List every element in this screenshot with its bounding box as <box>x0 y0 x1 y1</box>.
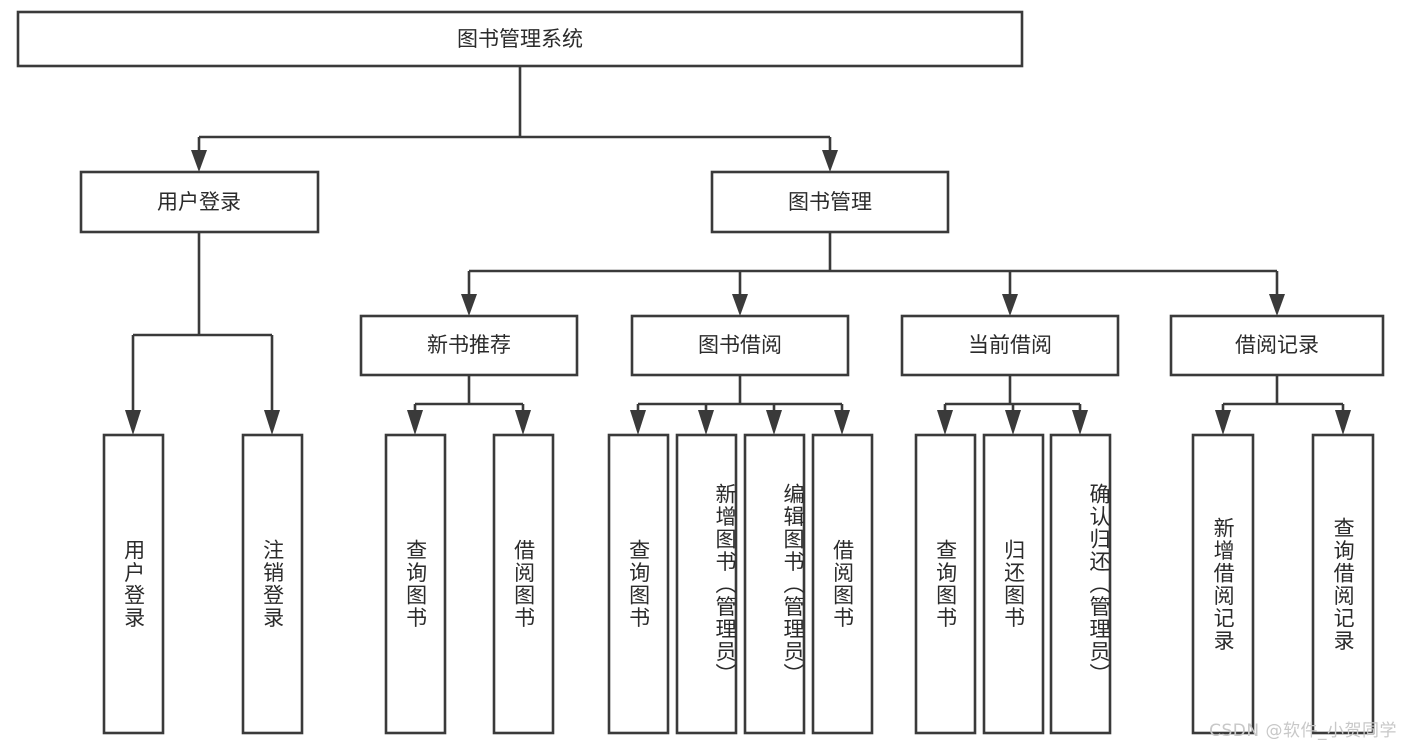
arrow-to-leaf-return-book <box>1005 410 1021 435</box>
arrow-to-current-borrow <box>1002 294 1018 316</box>
node-leaf-add-record-box[interactable] <box>1191 433 1255 735</box>
node-leaf-query-record-box[interactable] <box>1311 433 1375 735</box>
node-book-borrow[interactable]: 图书借阅 <box>630 314 850 377</box>
arrow-root-to-user-login <box>191 150 207 172</box>
node-book-manage[interactable]: 图书管理 <box>710 170 950 234</box>
node-leaf-edit-book-box[interactable] <box>743 433 806 735</box>
node-book-borrow-label: 图书借阅 <box>698 333 782 357</box>
node-book-borrow-box[interactable] <box>630 314 850 377</box>
arrow-to-leaf-add-record <box>1215 410 1231 435</box>
node-borrow-record[interactable]: 借阅记录 <box>1169 314 1385 377</box>
node-leaf-query-book-2-box[interactable] <box>607 433 670 735</box>
node-new-book-recommend[interactable]: 新书推荐 <box>359 314 579 377</box>
node-borrow-record-label: 借阅记录 <box>1235 333 1319 357</box>
node-leaf-return-book-box[interactable] <box>982 433 1045 735</box>
connector-layer <box>125 66 1351 435</box>
node-borrow-record-box[interactable] <box>1169 314 1385 377</box>
node-leaf-add-book-box[interactable] <box>675 433 738 735</box>
watermark-text: CSDN @软件_小贺同学 <box>1209 721 1397 741</box>
node-leaf-confirm-return-box[interactable] <box>1049 433 1112 735</box>
arrow-to-new-book-recommend <box>461 294 477 316</box>
node-user-login[interactable]: 用户登录 <box>79 170 320 234</box>
node-leaf-borrow-book-1-box[interactable] <box>492 433 555 735</box>
arrow-to-leaf-query-record <box>1335 410 1351 435</box>
node-book-manage-box[interactable] <box>710 170 950 234</box>
arrow-to-leaf-query-book-2 <box>630 410 646 435</box>
node-root[interactable]: 图书管理系统 <box>16 10 1024 68</box>
node-current-borrow-label: 当前借阅 <box>968 333 1052 357</box>
node-leaf-user-logout-box[interactable] <box>241 433 304 735</box>
arrow-to-leaf-query-book-1 <box>407 410 423 435</box>
node-current-borrow-box[interactable] <box>900 314 1120 377</box>
arrow-to-leaf-user-logout <box>264 410 280 435</box>
arrow-to-leaf-confirm-return <box>1072 410 1088 435</box>
arrow-to-borrow-record <box>1269 294 1285 316</box>
node-root-label: 图书管理系统 <box>457 27 583 51</box>
arrow-root-to-book-manage <box>822 150 838 172</box>
arrow-to-leaf-add-book <box>698 410 714 435</box>
node-book-manage-label: 图书管理 <box>788 190 872 214</box>
node-layer: 图书管理系统 用户登录 图书管理 新书推荐 图书借阅 当前 <box>16 10 1385 735</box>
node-leaf-query-book-1-box[interactable] <box>384 433 447 735</box>
node-new-book-recommend-box[interactable] <box>359 314 579 377</box>
node-leaf-query-book-3-box[interactable] <box>914 433 977 735</box>
node-new-book-recommend-label: 新书推荐 <box>427 333 511 357</box>
node-user-login-box[interactable] <box>79 170 320 234</box>
node-user-login-label: 用户登录 <box>157 190 241 214</box>
node-current-borrow[interactable]: 当前借阅 <box>900 314 1120 377</box>
node-root-box[interactable] <box>16 10 1024 68</box>
arrow-to-leaf-borrow-book-1 <box>515 410 531 435</box>
arrow-to-leaf-borrow-book-2 <box>834 410 850 435</box>
node-leaf-borrow-book-2-box[interactable] <box>811 433 874 735</box>
arrow-to-book-borrow <box>732 294 748 316</box>
arrow-to-leaf-query-book-3 <box>937 410 953 435</box>
arrow-to-leaf-user-login <box>125 410 141 435</box>
node-leaf-user-login-box[interactable] <box>102 433 165 735</box>
arrow-to-leaf-edit-book <box>766 410 782 435</box>
